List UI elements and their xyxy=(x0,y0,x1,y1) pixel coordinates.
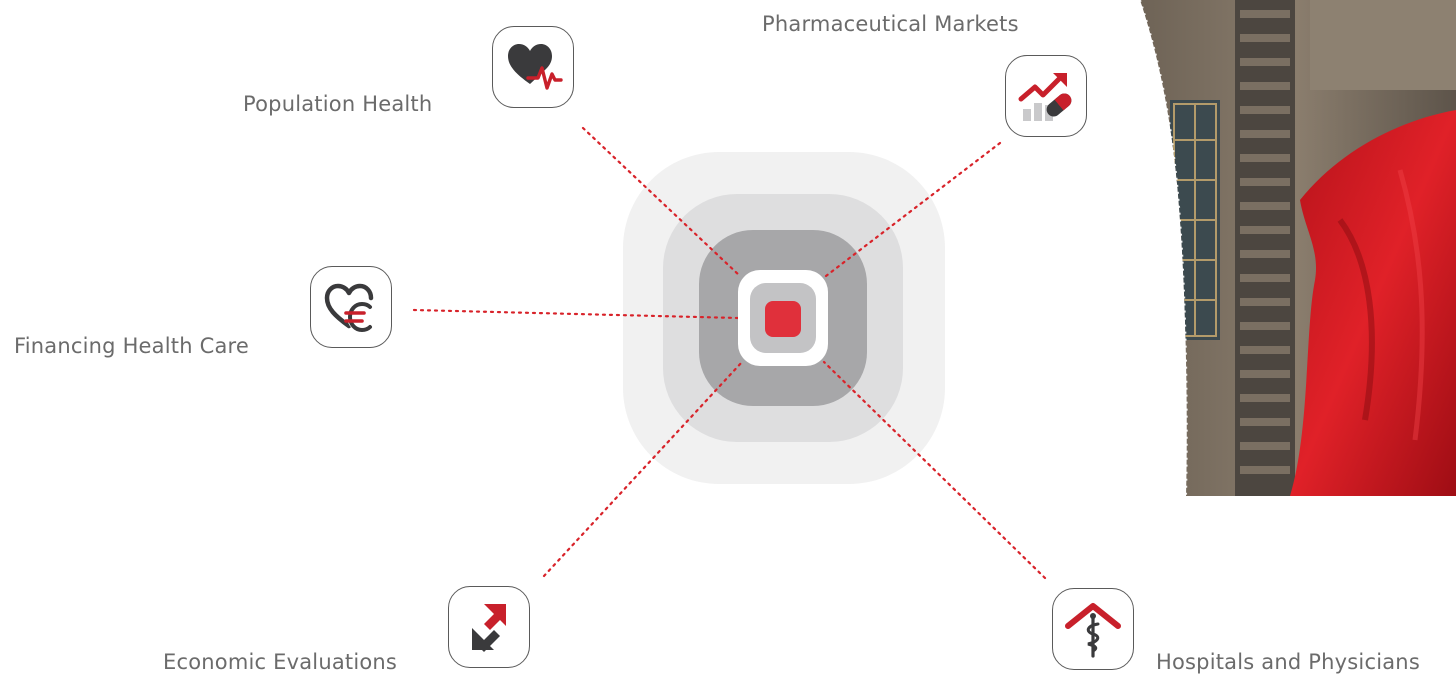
pill-growth-chart-icon[interactable] xyxy=(1005,55,1087,137)
heart-pulse-icon[interactable] xyxy=(492,26,574,108)
node-label-pharmaceutical-markets: Pharmaceutical Markets xyxy=(762,12,1019,36)
connector-pharmaceutical-markets xyxy=(824,141,1002,278)
node-label-economic-evaluations: Economic Evaluations xyxy=(163,650,398,674)
node-label-population-health: Population Health xyxy=(243,92,433,116)
connector-financing-health-care xyxy=(412,308,740,320)
hospital-caduceus-icon[interactable] xyxy=(1052,588,1134,670)
node-label-financing-health-care: Financing Health Care xyxy=(14,334,250,358)
connector-population-health xyxy=(581,126,742,278)
exchange-arrows-icon[interactable] xyxy=(448,586,530,668)
connector-hospitals-and-physicians xyxy=(822,360,1047,580)
heart-euro-icon[interactable] xyxy=(310,266,392,348)
flag-photo xyxy=(1140,0,1456,496)
connector-economic-evaluations xyxy=(542,360,744,578)
node-label-hospitals-and-physicians: Hospitals and Physicians xyxy=(1156,650,1420,674)
hub-center-dot xyxy=(765,301,801,337)
